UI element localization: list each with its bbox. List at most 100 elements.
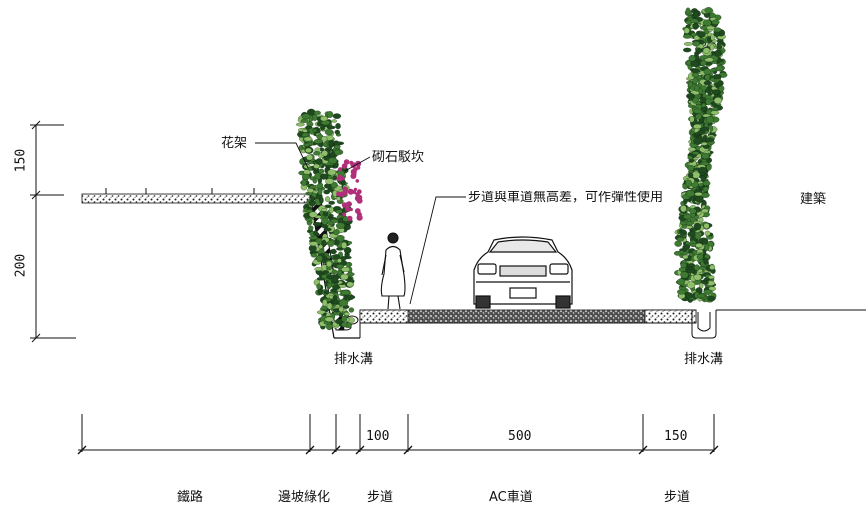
leaf <box>333 254 340 260</box>
leaf <box>343 312 350 316</box>
leaf <box>308 235 318 240</box>
leaf <box>318 168 325 174</box>
leaf <box>688 147 697 152</box>
flower <box>347 215 353 222</box>
flower <box>355 179 360 183</box>
leaf <box>703 68 712 75</box>
leaf <box>703 257 709 265</box>
leaf <box>307 166 313 171</box>
leaf <box>687 172 694 179</box>
leaf <box>343 246 352 254</box>
leaf <box>714 49 722 57</box>
leaf <box>699 55 709 60</box>
leaf <box>313 151 321 156</box>
leaf <box>707 296 716 302</box>
leaf <box>321 255 328 260</box>
leaf <box>676 236 685 242</box>
leaf <box>685 225 693 229</box>
leaf <box>327 282 332 289</box>
leaf <box>346 281 354 288</box>
leaf <box>324 204 332 209</box>
leaf <box>334 129 340 135</box>
drain-right-label: 排水溝 <box>684 352 724 367</box>
leaf <box>335 123 341 130</box>
flower <box>338 167 343 172</box>
leaf <box>313 139 323 144</box>
leaf <box>321 136 328 142</box>
leaf <box>313 110 321 115</box>
leaf <box>325 178 334 185</box>
dim-ac-road: 500 <box>508 429 532 444</box>
leaf <box>705 116 714 124</box>
leaf <box>336 264 345 269</box>
leaf <box>711 19 720 25</box>
leaf <box>306 154 314 161</box>
leaf <box>324 316 334 322</box>
leaf <box>713 27 722 33</box>
leaf <box>704 137 715 142</box>
leaf <box>695 195 704 203</box>
leaf <box>685 7 691 15</box>
leaf <box>341 266 350 273</box>
pavement <box>359 309 697 324</box>
leaf <box>703 19 712 27</box>
leaf <box>322 211 329 217</box>
leaf <box>702 47 711 54</box>
leaf <box>338 306 344 313</box>
leaf <box>679 229 687 236</box>
leaf <box>688 95 694 101</box>
leaf <box>305 209 313 213</box>
leaf <box>304 142 310 147</box>
leaf <box>700 126 710 132</box>
flower <box>337 175 344 182</box>
leaf <box>320 115 328 122</box>
leaf <box>693 108 703 114</box>
leaf <box>677 289 686 295</box>
leaf <box>313 230 318 236</box>
dim-walkway-right: 150 <box>664 429 688 444</box>
leaf <box>296 122 305 127</box>
leaf <box>691 69 701 74</box>
leaf <box>328 214 334 218</box>
leaf <box>309 241 319 247</box>
leaf <box>686 281 696 289</box>
leaf <box>708 286 716 291</box>
leaf <box>695 243 703 248</box>
leaf <box>691 72 700 78</box>
leaf <box>326 125 336 130</box>
leaf <box>344 224 351 230</box>
leaf <box>693 264 700 271</box>
leaf <box>702 180 711 187</box>
leaf <box>699 172 706 176</box>
leaf <box>312 178 317 184</box>
leaf <box>712 107 719 111</box>
leaf <box>318 244 324 249</box>
leaf <box>689 18 699 24</box>
leaf <box>310 253 318 258</box>
leaf <box>327 240 335 247</box>
leaf <box>341 315 347 322</box>
leaf <box>710 33 715 41</box>
leaf <box>702 280 709 285</box>
leaf <box>680 262 687 268</box>
leaf <box>683 213 692 220</box>
leaf <box>338 313 344 318</box>
leaf <box>700 25 708 30</box>
zone-walkway-right: 步道 <box>664 490 691 505</box>
leaf <box>708 275 715 280</box>
leaf <box>323 227 332 232</box>
zone-slope-greening: 邊坡綠化 <box>278 490 331 505</box>
slope-vine-foliage <box>296 108 363 331</box>
flower <box>345 202 350 207</box>
leaf <box>694 232 702 240</box>
leaf <box>323 189 331 195</box>
leaf <box>683 42 693 46</box>
leaf <box>336 196 341 201</box>
leaf <box>323 290 330 295</box>
leaf <box>332 299 339 305</box>
leaf <box>308 211 318 218</box>
leaf <box>321 208 328 212</box>
leaf <box>706 25 716 30</box>
leaf <box>691 32 697 37</box>
